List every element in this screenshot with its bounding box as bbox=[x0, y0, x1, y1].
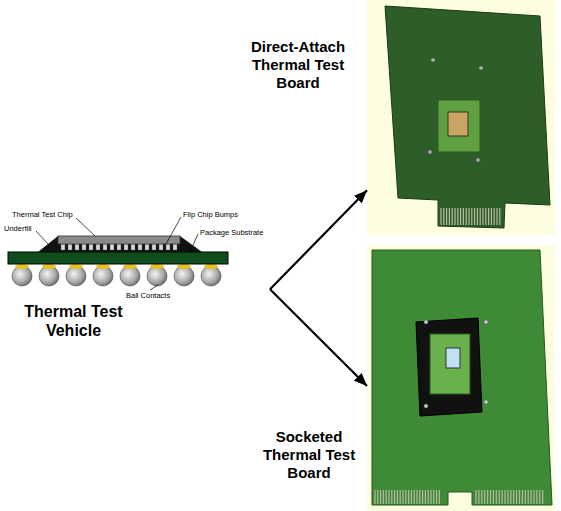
heading: Direct-Attach Thermal Test Board bbox=[239, 38, 357, 92]
heading: Thermal Test Vehicle bbox=[11, 302, 136, 340]
socket bbox=[416, 318, 482, 416]
part-label: Thermal Test Chip bbox=[12, 211, 73, 219]
mount-holes bbox=[424, 320, 488, 408]
board-panel bbox=[367, 0, 555, 235]
mount-holes bbox=[428, 58, 483, 162]
edge-fingers bbox=[441, 208, 500, 225]
package bbox=[438, 100, 480, 152]
part-label: Package Substrate bbox=[200, 229, 263, 237]
board-panel bbox=[367, 245, 555, 511]
edge-fingers bbox=[375, 490, 543, 504]
underfill bbox=[38, 236, 202, 252]
package bbox=[430, 334, 470, 394]
part-label: Underfill bbox=[4, 225, 32, 233]
package-substrate bbox=[8, 252, 228, 264]
arrow bbox=[270, 289, 367, 386]
bump-row bbox=[61, 244, 177, 250]
board-group: Thermal Test Vehicle bbox=[3, 204, 270, 346]
test-chip bbox=[448, 112, 468, 136]
arrow bbox=[270, 190, 367, 289]
ball-row bbox=[12, 264, 221, 286]
part-label: Ball Contacts bbox=[126, 292, 170, 300]
board-group: Direct-Attach Thermal Test Board bbox=[367, 0, 555, 235]
pcb-board bbox=[385, 6, 550, 228]
heading: Socketed Thermal Test Board bbox=[259, 428, 359, 482]
board-group: Socketed Thermal Test Board bbox=[367, 245, 555, 511]
part-label: Flip Chip Bumps bbox=[183, 211, 238, 219]
leader-lines bbox=[36, 217, 198, 290]
pcb-board bbox=[372, 250, 552, 505]
test-chip bbox=[58, 236, 180, 244]
test-chip bbox=[446, 348, 460, 368]
